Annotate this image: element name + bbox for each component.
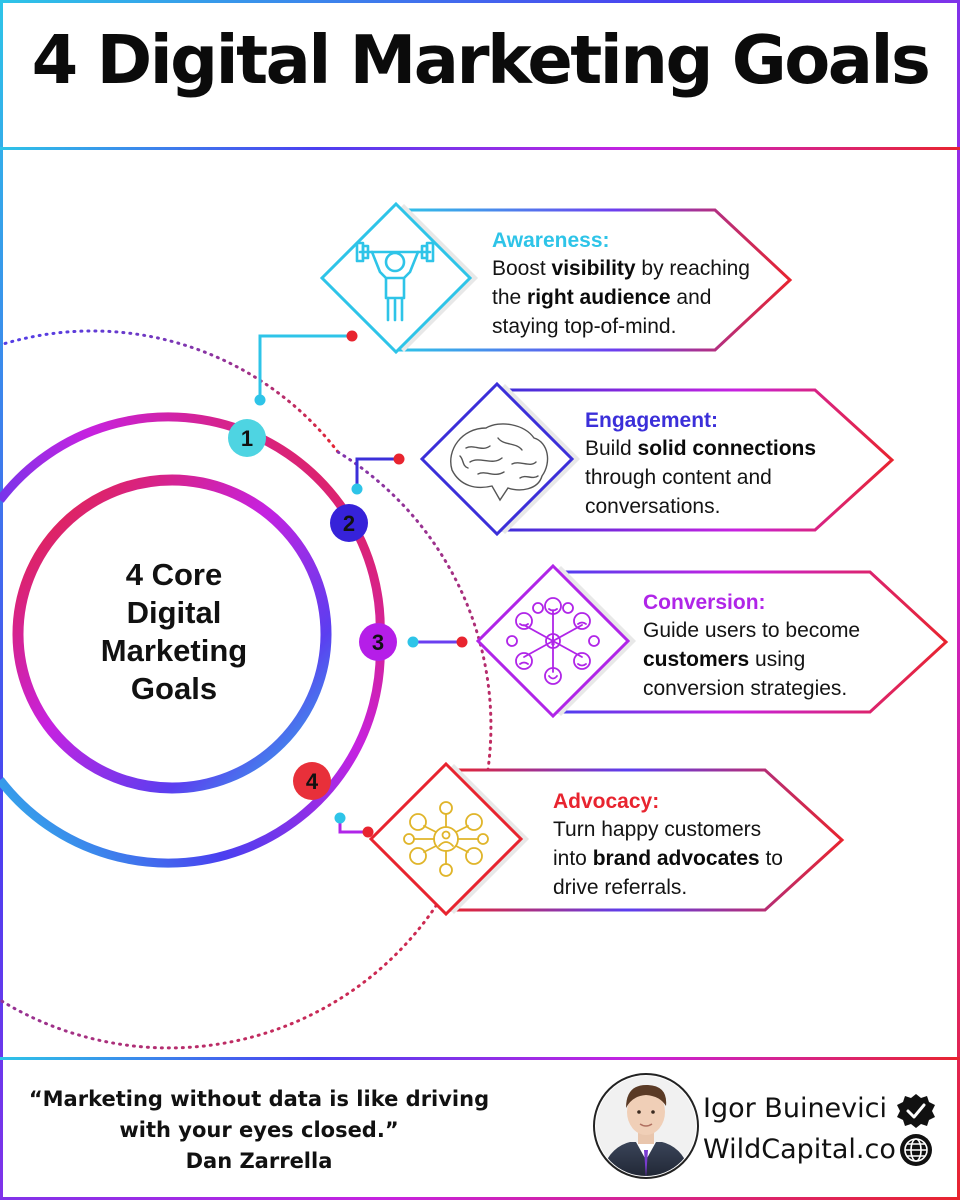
goal-description-line: conversion strategies. [643, 674, 860, 703]
verified-check-icon [897, 1094, 935, 1128]
avatar [593, 1073, 699, 1179]
badge-number: 2 [343, 511, 355, 536]
page-title: 4 Digital Marketing Goals [31, 21, 931, 99]
goal-description-line: Build solid connections [585, 434, 816, 463]
text-segment: and [670, 286, 712, 309]
text-segment: to [759, 847, 783, 870]
goal-badge-3: 3 [359, 623, 397, 661]
badge-number: 4 [306, 769, 319, 794]
goal-description-line: staying top-of-mind. [492, 312, 750, 341]
center-label-line: Marketing [100, 633, 248, 668]
emphasis-text: visibility [551, 257, 636, 280]
goal-title: Advocacy: [553, 790, 660, 813]
goal-description-line: customers using [643, 645, 860, 674]
text-segment: using [749, 648, 806, 671]
text-segment: conversion strategies. [643, 677, 848, 700]
globe-icon [900, 1134, 932, 1166]
goal-description-line: Boost visibility by reaching [492, 254, 750, 283]
center-label: 4 Core Digital Marketing Goals [60, 556, 288, 708]
connector-dot [346, 330, 358, 342]
emphasis-text: customers [643, 648, 750, 671]
connector-dot [456, 636, 468, 648]
goal-title: Conversion: [643, 591, 766, 614]
goal-description-line: conversations. [585, 492, 816, 521]
dotted-orbit-top [0, 329, 340, 454]
weightlifter-icon [355, 241, 435, 322]
emphasis-text: brand advocates [592, 847, 760, 870]
goal-badge-4: 4 [293, 762, 331, 800]
inner-ring [12, 474, 332, 794]
text-segment: the [492, 286, 528, 309]
brain-icon [450, 423, 549, 502]
quote-line: with your eyes closed.” [119, 1118, 399, 1142]
badge-number: 3 [372, 630, 384, 655]
footer-divider [0, 1057, 960, 1060]
goal-description-line: the right audience and [492, 283, 750, 312]
emphasis-text: right audience [527, 286, 671, 309]
text-segment: by reaching [635, 257, 750, 280]
goal-title: Engagement: [585, 409, 719, 432]
text-segment: Turn happy customers [553, 818, 762, 841]
goal-description: Turn happy customers into brand advocates… [553, 815, 783, 902]
connector-2 [355, 457, 399, 489]
connector-dot [407, 636, 419, 648]
connector-1 [258, 334, 352, 400]
emotion-faces-icon [506, 597, 600, 685]
text-segment: drive referrals. [553, 876, 688, 899]
badge-number: 1 [241, 426, 253, 451]
connector-dot [393, 453, 405, 465]
center-label-line: 4 Core [125, 557, 223, 592]
text-segment: into [553, 847, 593, 870]
goal-badge-1: 1 [228, 419, 266, 457]
center-label-line: Goals [130, 671, 218, 706]
goal-description-line: drive referrals. [553, 873, 783, 902]
connector-dot [362, 826, 374, 838]
text-segment: through content and [585, 466, 772, 489]
center-label-line: Digital [126, 595, 222, 630]
goal-text-engagement: Engagement: Build solid connections throu… [585, 408, 816, 521]
header-divider [0, 147, 960, 150]
text-segment: conversations. [585, 495, 721, 518]
goal-title: Awareness: [492, 229, 610, 252]
quote-line: “Marketing without data is like driving [28, 1087, 490, 1111]
author-name: Igor Buinevici [703, 1093, 887, 1124]
referral-network-icon [403, 801, 489, 877]
connector-dot [351, 483, 363, 495]
connector-dot [254, 394, 266, 406]
quote-author: Dan Zarrella [185, 1149, 333, 1173]
connector-dot [334, 812, 346, 824]
goal-text-advocacy: Advocacy: Turn happy customers into brand… [553, 789, 783, 902]
goal-description-line: Turn happy customers [553, 815, 783, 844]
goal-description-line: Guide users to become [643, 616, 860, 645]
text-segment: Boost [492, 257, 552, 280]
emphasis-text: solid connections [637, 437, 817, 460]
goal-card-engagement [419, 381, 895, 537]
goal-text-conversion: Conversion: Guide users to become custome… [643, 590, 860, 703]
text-segment: staying top-of-mind. [492, 315, 677, 338]
goal-description-line: through content and [585, 463, 816, 492]
quote: “Marketing without data is like driving … [8, 1084, 510, 1177]
text-segment: Guide users to become [643, 619, 861, 642]
goal-description: Guide users to become customers using conv… [643, 616, 860, 703]
goal-description: Build solid connections through content a… [585, 434, 816, 521]
goal-description-line: into brand advocates to [553, 844, 783, 873]
goal-badge-2: 2 [330, 504, 368, 542]
author-site-link[interactable]: WildCapital.co [703, 1134, 896, 1165]
text-segment: Build [585, 437, 638, 460]
